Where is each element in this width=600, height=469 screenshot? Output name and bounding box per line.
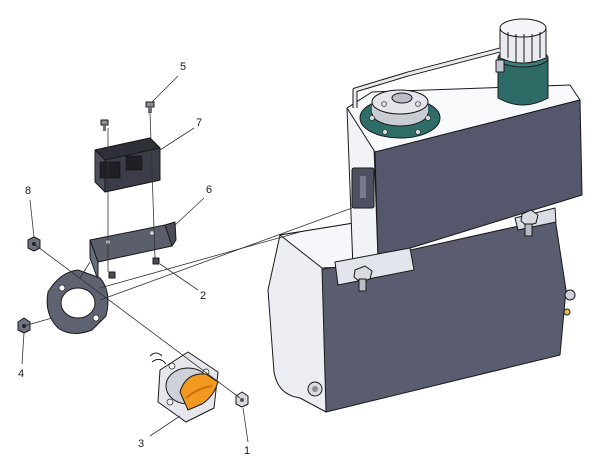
tank-bolt-bottom	[307, 381, 323, 397]
callout-6: 6	[173, 184, 212, 227]
svg-text:5: 5	[180, 61, 186, 73]
svg-text:7: 7	[196, 117, 202, 129]
filler-cap	[359, 89, 441, 139]
svg-text:1: 1	[244, 445, 250, 457]
callouts: 1 2 3 4 5 6 7 8	[18, 61, 250, 457]
callout-3: 3	[138, 415, 181, 450]
svg-text:8: 8	[25, 185, 31, 197]
svg-text:6: 6	[206, 184, 212, 196]
socket-receptacle	[149, 351, 219, 423]
callout-5: 5	[151, 61, 186, 103]
callout-7: 7	[159, 117, 202, 151]
screw-top	[145, 101, 155, 113]
nut-lower-left	[17, 317, 31, 334]
nut-bracket	[108, 257, 160, 279]
svg-text:4: 4	[18, 368, 24, 380]
assembly-lines	[23, 111, 353, 399]
gasket-plate	[46, 269, 109, 334]
svg-text:3: 3	[138, 438, 144, 450]
tank-bolts	[307, 209, 539, 397]
svg-text:2: 2	[200, 290, 206, 302]
callout-4: 4	[18, 332, 25, 380]
connector-housing	[94, 137, 161, 193]
callout-2: 2	[159, 263, 206, 302]
breather-canister	[495, 18, 549, 106]
breather-pipe	[352, 47, 501, 108]
screw-housing-left	[100, 119, 109, 131]
callout-1: 1	[242, 407, 250, 457]
tank-bolt-left	[353, 265, 373, 292]
callout-8: 8	[25, 185, 35, 238]
mounting-bracket	[89, 221, 177, 281]
tank-bolt-right	[520, 209, 539, 237]
bolt-socket	[235, 391, 249, 408]
